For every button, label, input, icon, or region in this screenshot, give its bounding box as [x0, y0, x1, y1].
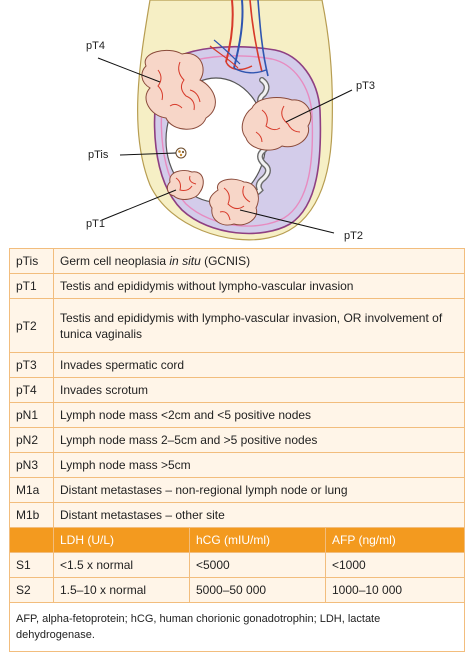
- stage-code: pN1: [9, 402, 54, 429]
- stage-code: M1b: [9, 502, 54, 529]
- stage-row: pT1 Testis and epididymis without lympho-…: [9, 273, 465, 299]
- stage-description: Lymph node mass <2cm and <5 positive nod…: [53, 402, 465, 429]
- stage-description: Testis and epididymis without lympho-vas…: [53, 273, 465, 299]
- testis-illustration: [97, 0, 353, 241]
- stage-description-text: Lymph node mass <2cm and <5 positive nod…: [60, 408, 312, 423]
- stage-row: pN2 Lymph node mass 2–5cm and >5 positive…: [9, 427, 465, 454]
- stage-description-italic: in situ: [169, 254, 201, 268]
- stage-description-text: Testis and epididymis without lympho-vas…: [60, 279, 354, 293]
- serum-afp: <1000: [325, 552, 465, 579]
- stage-row: pN1 Lymph node mass <2cm and <5 positive …: [9, 402, 465, 429]
- label-pT3: pT3: [356, 80, 375, 92]
- stage-description: Lymph node mass 2–5cm and >5 positive no…: [53, 427, 465, 454]
- stage-description: Invades scrotum: [53, 377, 465, 404]
- stage-description-text: Lymph node mass 2–5cm and >5 positive no…: [60, 433, 318, 448]
- stage-code: pT3: [9, 352, 54, 379]
- serum-ldh: <1.5 x normal: [53, 552, 190, 579]
- label-pTis: pTis: [88, 149, 109, 161]
- stage-description: Testis and epididymis with lympho-vascul…: [53, 297, 465, 354]
- footnote-row: AFP, alpha-fetoprotein; hCG, human chori…: [9, 602, 465, 652]
- leader-pT3: [285, 89, 353, 123]
- leader-pT4: [97, 57, 161, 83]
- tumor-pT3: [241, 97, 312, 151]
- serum-afp: 1000–10 000: [325, 577, 465, 604]
- serum-hcg: <5000: [189, 552, 326, 579]
- stage-description: Distant metastases – non-regional lymph …: [53, 477, 465, 504]
- stage-code: pT2: [9, 297, 54, 354]
- stage-code: pTis: [9, 248, 54, 274]
- tumor-pT4: [141, 50, 216, 130]
- stage-code: pN2: [9, 427, 54, 454]
- leader-lines: [97, 57, 353, 234]
- stage-description-text: Invades scrotum: [60, 383, 149, 398]
- label-pT4: pT4: [86, 40, 105, 52]
- serum-hcg: 5000–50 000: [189, 577, 326, 604]
- stage-description-text: Lymph node mass >5cm: [60, 458, 191, 473]
- stage-code: pT1: [9, 273, 54, 299]
- stage-description: Distant metastases – other site: [53, 502, 465, 529]
- label-pT2: pT2: [344, 230, 363, 242]
- stage-description: Invades spermatic cord: [53, 352, 465, 379]
- stage-row: pN3 Lymph node mass >5cm: [9, 452, 465, 479]
- spermatic-cord-vessels: [209, 0, 269, 77]
- serum-header-hcg: hCG (mIU/ml): [189, 527, 326, 554]
- stage-code: pN3: [9, 452, 54, 479]
- serum-header-ldh: LDH (U/L): [53, 527, 190, 554]
- footnote: AFP, alpha-fetoprotein; hCG, human chori…: [9, 602, 465, 652]
- stage-row: M1a Distant metastases – non-regional lym…: [9, 477, 465, 504]
- leader-pT2: [239, 209, 335, 234]
- stage-description-text: Germ cell neoplasia: [60, 254, 170, 268]
- stage-code: pT4: [9, 377, 54, 404]
- tumor-pTis: [175, 147, 187, 159]
- serum-code: S1: [9, 552, 54, 579]
- stage-description-text: Distant metastases – other site: [60, 508, 225, 523]
- stage-row: pT4 Invades scrotum: [9, 377, 465, 404]
- serum-header-row: LDH (U/L)hCG (mIU/ml)AFP (ng/ml): [9, 527, 465, 554]
- leader-pT1: [101, 189, 177, 221]
- stage-description-text: Invades spermatic cord: [60, 358, 185, 373]
- leader-pTis: [119, 152, 177, 156]
- tumor-pT1: [166, 169, 204, 200]
- stage-row: M1b Distant metastases – other site: [9, 502, 465, 529]
- stage-description: Lymph node mass >5cm: [53, 452, 465, 479]
- stage-description-text: Distant metastases – non-regional lymph …: [60, 483, 348, 498]
- stage-description: Germ cell neoplasia in situ (GCNIS): [53, 248, 465, 274]
- stage-description-text: Testis and epididymis with lympho-vascul…: [60, 310, 443, 341]
- stage-description-suffix: (GCNIS): [200, 254, 251, 268]
- tumor-pT2: [209, 178, 259, 226]
- serum-ldh: 1.5–10 x normal: [53, 577, 190, 604]
- stage-row: pT3 Invades spermatic cord: [9, 352, 465, 379]
- serum-row: S1<1.5 x normal<5000<1000: [9, 552, 465, 579]
- serum-code: S2: [9, 577, 54, 604]
- label-pT1: pT1: [86, 218, 105, 230]
- stage-code: M1a: [9, 477, 54, 504]
- serum-header-blank: [9, 527, 54, 554]
- serum-header-afp: AFP (ng/ml): [325, 527, 465, 554]
